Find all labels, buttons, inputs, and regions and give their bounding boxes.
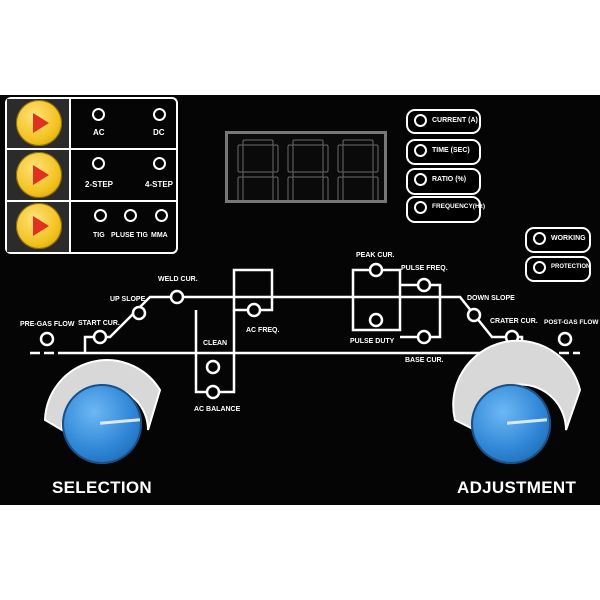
protection-label: PROTECTION bbox=[551, 264, 591, 270]
working-label: WORKING bbox=[551, 235, 586, 242]
mma-label: MMA bbox=[151, 232, 168, 239]
knob-pointer bbox=[506, 418, 548, 425]
display-segment bbox=[242, 139, 274, 146]
display-segment bbox=[337, 176, 344, 200]
display-segment bbox=[372, 144, 379, 173]
weld-cur-label: WELD CUR. bbox=[158, 276, 198, 283]
post-gas-flow-label: POST-GAS FLOW bbox=[544, 319, 599, 326]
ac-freq-label: AC FREQ. bbox=[246, 327, 280, 334]
mode-button-step[interactable] bbox=[16, 152, 62, 198]
play-arrow-icon bbox=[33, 216, 49, 236]
seven-segment-display bbox=[225, 131, 387, 203]
2-step-led bbox=[92, 157, 105, 170]
pulse-freq-label: PULSE FREQ. bbox=[401, 265, 448, 272]
display-digit bbox=[337, 139, 379, 200]
start-cur-label: START CUR. bbox=[78, 320, 120, 327]
mode-button-process[interactable] bbox=[16, 203, 62, 249]
display-digit bbox=[287, 139, 329, 200]
ratio-led bbox=[414, 173, 427, 186]
tig-label: TIG bbox=[93, 232, 105, 239]
current-label: CURRENT (A) bbox=[432, 117, 478, 124]
divider bbox=[5, 148, 178, 150]
ratio-label: RATIO (%) bbox=[432, 176, 467, 183]
meter-time: TIME (SEC) bbox=[406, 139, 481, 165]
display-digit bbox=[237, 139, 279, 200]
ac-balance-label: AC BALANCE bbox=[194, 406, 241, 413]
display-segment bbox=[322, 144, 329, 173]
dc-label: DC bbox=[153, 128, 165, 137]
mma-led bbox=[155, 209, 168, 222]
adjustment-label: ADJUSTMENT bbox=[457, 478, 577, 497]
display-segment bbox=[322, 176, 329, 200]
up-slope-label: UP SLOPE bbox=[110, 296, 146, 303]
2-step-label: 2-STEP bbox=[85, 180, 114, 189]
adjustment-knob[interactable] bbox=[471, 384, 551, 464]
meter-current: CURRENT (A) bbox=[406, 109, 481, 134]
protection-led bbox=[533, 261, 546, 274]
knob-pointer bbox=[99, 418, 141, 425]
display-segment bbox=[342, 139, 374, 146]
working-led bbox=[533, 232, 546, 245]
status-working: WORKING bbox=[525, 227, 591, 253]
play-arrow-icon bbox=[33, 113, 49, 133]
display-segment bbox=[272, 176, 279, 200]
pre-gas-flow-label: PRE-GAS FLOW bbox=[20, 321, 75, 328]
pulse-tig-label: PLUSE TIG bbox=[111, 232, 148, 239]
pulse-tig-led bbox=[124, 209, 137, 222]
frequency-label: FREQUENCY(Hz) bbox=[432, 203, 486, 210]
pulse-duty-label: PULSE DUTY bbox=[350, 338, 395, 345]
divider bbox=[5, 200, 178, 202]
down-slope-label: DOWN SLOPE bbox=[467, 295, 515, 302]
display-segment bbox=[237, 176, 244, 200]
display-segment bbox=[372, 176, 379, 200]
crater-cur-label: CRATER CUR. bbox=[490, 318, 538, 325]
status-protection: PROTECTION bbox=[525, 256, 591, 282]
ac-label: AC bbox=[93, 128, 105, 137]
display-segment bbox=[292, 171, 324, 178]
play-arrow-icon bbox=[33, 165, 49, 185]
4-step-label: 4-STEP bbox=[145, 180, 174, 189]
display-segment bbox=[292, 139, 324, 146]
current-led bbox=[414, 114, 427, 127]
mode-button-ac-dc[interactable] bbox=[16, 100, 62, 146]
base-cur-label: BASE CUR. bbox=[405, 357, 444, 364]
dc-led bbox=[153, 108, 166, 121]
ac-led bbox=[92, 108, 105, 121]
meter-frequency: FREQUENCY(Hz) bbox=[406, 196, 485, 223]
display-segment bbox=[342, 171, 374, 178]
tig-led bbox=[94, 209, 107, 222]
display-segment bbox=[272, 144, 279, 173]
peak-cur-label: PEAK CUR. bbox=[356, 252, 395, 259]
time-led bbox=[414, 144, 427, 157]
clean-label: CLEAN bbox=[203, 340, 228, 347]
display-digits bbox=[237, 139, 379, 200]
selection-knob[interactable] bbox=[62, 384, 142, 464]
selection-label: SELECTION bbox=[52, 478, 152, 497]
display-segment bbox=[242, 171, 274, 178]
display-segment bbox=[287, 144, 294, 173]
display-segment bbox=[237, 144, 244, 173]
frequency-led bbox=[414, 201, 427, 214]
display-segment bbox=[337, 144, 344, 173]
time-label: TIME (SEC) bbox=[432, 147, 470, 154]
4-step-led bbox=[153, 157, 166, 170]
display-segment bbox=[287, 176, 294, 200]
meter-ratio: RATIO (%) bbox=[406, 168, 481, 195]
